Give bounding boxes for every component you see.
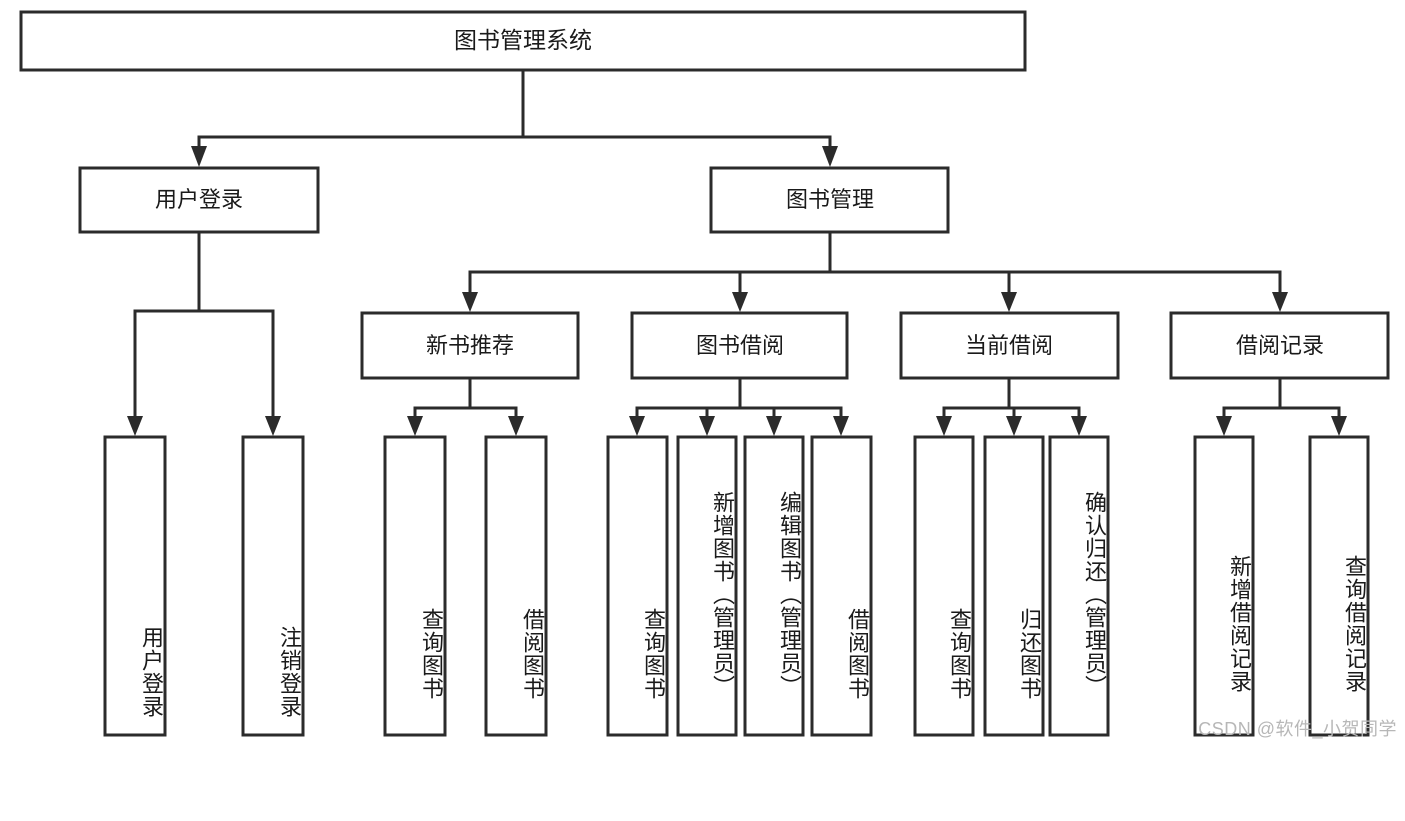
arrowhead-query-borrow-record bbox=[1331, 416, 1347, 436]
node-book-manage-box[interactable] bbox=[709, 166, 950, 234]
node-book-borrow-label: 图书借阅 bbox=[696, 333, 784, 358]
node-borrow-record-box[interactable] bbox=[1169, 311, 1390, 380]
node-root-box[interactable] bbox=[19, 10, 1027, 72]
node-current-borrow[interactable]: 当前借阅 bbox=[899, 311, 1120, 380]
node-leaf-query-book-borrow-box[interactable] bbox=[606, 435, 669, 737]
edges-layer bbox=[127, 68, 1347, 436]
diagram-canvas: 图书管理系统 用户登录 图书管理 新书推荐 图书借阅 当前 bbox=[19, 10, 1390, 737]
node-book-manage-label: 图书管理 bbox=[786, 187, 874, 212]
node-leaf-borrow-book-rec-box[interactable] bbox=[484, 435, 548, 737]
arrowhead-edit-book-admin bbox=[766, 416, 782, 436]
node-book-manage[interactable]: 图书管理 bbox=[709, 166, 950, 234]
arrowhead-query-book-current bbox=[936, 416, 952, 436]
node-root-label: 图书管理系统 bbox=[454, 27, 592, 53]
arrowhead-current-borrow bbox=[1001, 292, 1017, 312]
arrowhead-book-borrow bbox=[732, 292, 748, 312]
arrowhead-add-borrow-record bbox=[1216, 416, 1232, 436]
nodes-layer: 图书管理系统 用户登录 图书管理 新书推荐 图书借阅 当前 bbox=[19, 10, 1390, 737]
arrowhead-borrow-record bbox=[1272, 292, 1288, 312]
arrowhead-query-book-borrow bbox=[629, 416, 645, 436]
arrowhead-borrow-book-rec bbox=[508, 416, 524, 436]
arrowhead-borrow-book bbox=[833, 416, 849, 436]
node-current-borrow-label: 当前借阅 bbox=[965, 333, 1053, 358]
node-user-login-label: 用户登录 bbox=[155, 187, 243, 212]
node-new-book-rec-label: 新书推荐 bbox=[426, 333, 514, 358]
arrowhead-query-book-rec bbox=[407, 416, 423, 436]
node-leaf-query-borrow-record-box[interactable] bbox=[1308, 435, 1370, 737]
node-leaf-edit-book-admin-box[interactable] bbox=[743, 435, 805, 737]
arrowhead-add-book-admin bbox=[699, 416, 715, 436]
node-book-borrow[interactable]: 图书借阅 bbox=[630, 311, 849, 380]
node-leaf-user-login-box[interactable] bbox=[103, 435, 167, 737]
node-new-book-rec-box[interactable] bbox=[360, 311, 580, 380]
arrowhead-confirm-return-admin bbox=[1071, 416, 1087, 436]
arrowhead-user-login bbox=[191, 146, 207, 167]
node-leaf-confirm-return-admin-box[interactable] bbox=[1048, 435, 1110, 737]
node-leaf-query-book-rec-box[interactable] bbox=[383, 435, 447, 737]
node-leaf-return-book-box[interactable] bbox=[983, 435, 1045, 737]
node-leaf-add-borrow-record-box[interactable] bbox=[1193, 435, 1255, 737]
node-leaf-query-book-current-box[interactable] bbox=[913, 435, 975, 737]
node-current-borrow-box[interactable] bbox=[899, 311, 1120, 380]
node-leaf-user-logout-box[interactable] bbox=[241, 435, 305, 737]
node-borrow-record[interactable]: 借阅记录 bbox=[1169, 311, 1390, 380]
csdn-watermark: CSDN @软件_小贺同学 bbox=[1198, 719, 1397, 739]
arrowhead-leaf-user-logout bbox=[265, 416, 281, 436]
system-structure-diagram: 图书管理系统 用户登录 图书管理 新书推荐 图书借阅 当前 bbox=[19, 10, 1397, 739]
node-root[interactable]: 图书管理系统 bbox=[19, 10, 1027, 72]
node-book-borrow-box[interactable] bbox=[630, 311, 849, 380]
arrowhead-leaf-user-login bbox=[127, 416, 143, 436]
arrowhead-return-book bbox=[1006, 416, 1022, 436]
arrowhead-book-manage bbox=[822, 146, 838, 167]
node-leaf-add-book-admin-box[interactable] bbox=[676, 435, 738, 737]
node-new-book-rec[interactable]: 新书推荐 bbox=[360, 311, 580, 380]
arrowhead-new-book-rec bbox=[462, 292, 478, 312]
node-leaf-borrow-book-box[interactable] bbox=[810, 435, 873, 737]
node-borrow-record-label: 借阅记录 bbox=[1236, 333, 1324, 358]
node-user-login[interactable]: 用户登录 bbox=[78, 166, 320, 234]
node-user-login-box[interactable] bbox=[78, 166, 320, 234]
